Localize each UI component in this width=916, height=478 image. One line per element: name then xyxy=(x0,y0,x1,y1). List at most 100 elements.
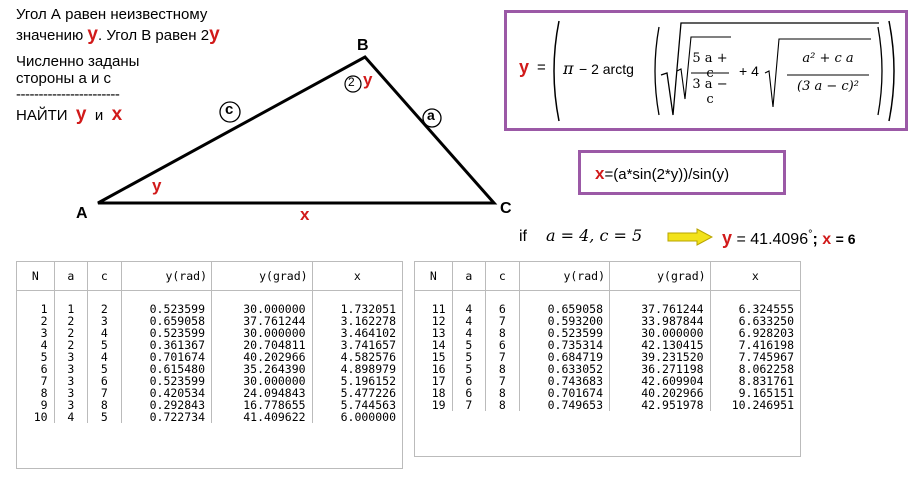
col-header-a: a xyxy=(452,262,487,291)
cell-x: 5.744563 xyxy=(340,398,396,412)
cell-y-grad: 40.202966 xyxy=(211,351,313,363)
cell-n: 6 xyxy=(17,363,55,375)
cell-y-rad: 0.523599 xyxy=(519,327,611,339)
spacer-cell xyxy=(54,290,89,303)
cell-x: 1.732051 xyxy=(340,302,396,316)
cell-y-rad: 0.722734 xyxy=(121,411,213,423)
table-header-row: N a c y(rad) y(grad) x xyxy=(415,262,800,291)
cell-a: 6 xyxy=(452,375,487,387)
cell-y-rad: 0.523599 xyxy=(121,303,213,315)
formula-pi: π xyxy=(563,59,574,78)
example-condition: a = 4, c = 5 xyxy=(546,226,643,245)
cell-y-rad: 0.701674 xyxy=(121,351,213,363)
cell-y-grad: 30.000000 xyxy=(211,375,313,387)
cell-x: 6.928203 xyxy=(738,326,794,340)
cell-c: 6 xyxy=(485,303,520,315)
cell-y-grad: 24.094843 xyxy=(211,387,313,399)
cell-n: 5 xyxy=(17,351,55,363)
angle-b-circle xyxy=(344,75,362,93)
col-header-x: x xyxy=(312,262,402,291)
formula-plus4: + 4 xyxy=(739,63,759,79)
col-header-x: x xyxy=(710,262,800,291)
cell-y-grad: 36.271198 xyxy=(609,363,711,375)
result-y-label: y xyxy=(722,228,733,248)
side-c-label: c xyxy=(225,101,234,118)
col-header-y-rad: y(rad) xyxy=(519,262,611,291)
formula-y-box: y = π − 2 arctg 5 a + c 3 a − c + 4 a² +… xyxy=(504,10,908,131)
cell-y-rad: 0.659058 xyxy=(519,303,611,315)
col-header-y-grad: y(grad) xyxy=(211,262,313,291)
spacer-cell xyxy=(87,290,122,303)
cell-a: 4 xyxy=(452,303,487,315)
cell-a: 7 xyxy=(452,399,487,411)
col-header-c: c xyxy=(87,262,122,291)
cell-y-rad: 0.684719 xyxy=(519,351,611,363)
cell-y-grad: 42.130415 xyxy=(609,339,711,351)
table-spacer-row xyxy=(415,290,800,303)
cell-x: 10.246951 xyxy=(731,398,794,412)
var-y: y xyxy=(87,24,98,45)
cell-y-rad: 0.659058 xyxy=(121,315,213,327)
cell-y-rad: 0.743683 xyxy=(519,375,611,387)
cell-y-rad: 0.523599 xyxy=(121,327,213,339)
col-header-a: a xyxy=(54,262,89,291)
cell-c: 7 xyxy=(485,351,520,363)
cell-x: 4.898979 xyxy=(340,362,396,376)
cell-c: 8 xyxy=(87,399,122,411)
cell-x: 5.196152 xyxy=(340,374,396,388)
col-header-y-grad: y(grad) xyxy=(609,262,711,291)
formula-x-lhs: x xyxy=(595,164,605,183)
table-header-row: N a c y(rad) y(grad) x xyxy=(17,262,402,291)
vertex-a-label: A xyxy=(76,205,88,222)
find-line: НАЙТИ y и x xyxy=(16,105,122,125)
cell-c: 2 xyxy=(87,303,122,315)
problem-text: значению xyxy=(16,27,84,44)
cell-n: 7 xyxy=(17,375,55,387)
cell-c: 8 xyxy=(485,327,520,339)
formula-x-rhs: =(a*sin(2*y))/sin(y) xyxy=(604,166,730,183)
cell-x: 8.831761 xyxy=(738,374,794,388)
cell-y-grad: 30.000000 xyxy=(609,327,711,339)
cell-x: 6.324555 xyxy=(738,302,794,316)
result-x-value: = 6 xyxy=(835,231,856,247)
cell-x: 8.062258 xyxy=(738,362,794,376)
cell-a: 2 xyxy=(54,339,89,351)
table-spacer-row xyxy=(17,290,402,303)
cell-y-rad: 0.701674 xyxy=(519,387,611,399)
cell-y-grad: 30.000000 xyxy=(211,303,313,315)
cell-x: 6.633250 xyxy=(738,314,794,328)
example-result: y = 41.4096°; x = 6 xyxy=(722,228,856,249)
cell-y-rad: 0.749653 xyxy=(519,399,611,411)
cell-n: 13 xyxy=(415,327,453,339)
formula-y-lhs: y xyxy=(519,57,530,77)
formula-minus-arctg: − 2 arctg xyxy=(579,61,634,77)
angle-b-label: y xyxy=(363,70,373,89)
spacer-cell xyxy=(17,290,55,303)
cell-c: 8 xyxy=(485,399,520,411)
cell-c: 4 xyxy=(87,351,122,363)
side-a-label: a xyxy=(427,107,435,123)
cell-c: 7 xyxy=(485,315,520,327)
cell-a: 4 xyxy=(452,315,487,327)
triangle-diagram xyxy=(97,55,498,205)
spacer-cell xyxy=(609,290,711,303)
spacer-cell xyxy=(415,290,453,303)
formula-y-brackets xyxy=(553,20,895,122)
find-label: НАЙТИ xyxy=(16,107,68,124)
problem-line-3: Численно заданы xyxy=(16,53,140,70)
cell-c: 7 xyxy=(485,375,520,387)
col-header-n: N xyxy=(415,262,453,291)
cell-y-grad: 37.761244 xyxy=(609,303,711,315)
